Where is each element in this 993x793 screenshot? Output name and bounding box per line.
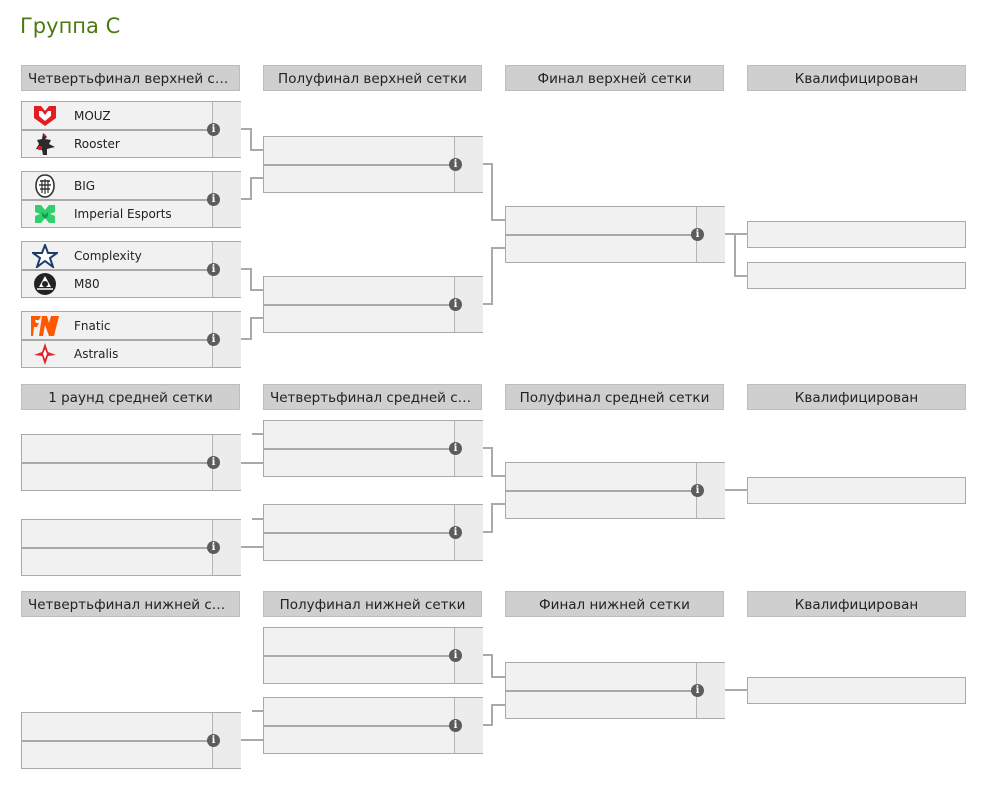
match-divider bbox=[22, 199, 240, 201]
team-slot-fnatic[interactable]: Fnatic bbox=[22, 312, 212, 339]
lower-quarterfinal-match[interactable]: i bbox=[21, 712, 241, 769]
upper-quarterfinal-match-3[interactable]: Complexity M80 i bbox=[21, 241, 241, 298]
team-slot-big[interactable]: BIG bbox=[22, 172, 212, 199]
match-divider bbox=[22, 462, 240, 464]
match-divider bbox=[264, 725, 482, 727]
team-name: Complexity bbox=[74, 248, 142, 263]
middle-quarterfinal-match-1[interactable]: i bbox=[263, 420, 483, 477]
match-divider bbox=[506, 690, 724, 692]
match-divider bbox=[506, 490, 724, 492]
mouz-logo bbox=[30, 103, 60, 129]
upper-quarterfinal-match-2[interactable]: BIG Imperial Esports i bbox=[21, 171, 241, 228]
info-icon[interactable]: i bbox=[207, 193, 220, 206]
middle-round1-match-1[interactable]: i bbox=[21, 434, 241, 491]
lower-qualified-slot bbox=[747, 677, 966, 704]
match-divider bbox=[264, 304, 482, 306]
team-name: M80 bbox=[74, 276, 100, 291]
header-upper-qualified: Квалифицирован bbox=[747, 65, 966, 91]
match-divider bbox=[22, 269, 240, 271]
m80-logo bbox=[30, 271, 60, 297]
astralis-logo bbox=[30, 341, 60, 367]
upper-semifinal-match-1[interactable]: i bbox=[263, 136, 483, 193]
upper-final-match[interactable]: i bbox=[505, 206, 725, 263]
info-icon[interactable]: i bbox=[691, 228, 704, 241]
fnatic-logo bbox=[30, 313, 60, 339]
match-divider bbox=[264, 448, 482, 450]
info-icon[interactable]: i bbox=[449, 526, 462, 539]
middle-semifinal-match[interactable]: i bbox=[505, 462, 725, 519]
team-name: BIG bbox=[74, 178, 96, 193]
team-name: Imperial Esports bbox=[74, 206, 172, 221]
match-divider bbox=[22, 339, 240, 341]
info-icon[interactable]: i bbox=[207, 263, 220, 276]
upper-semifinal-match-2[interactable]: i bbox=[263, 276, 483, 333]
info-icon[interactable]: i bbox=[449, 442, 462, 455]
team-name: Rooster bbox=[74, 136, 120, 151]
info-icon[interactable]: i bbox=[207, 541, 220, 554]
middle-round1-match-2[interactable]: i bbox=[21, 519, 241, 576]
team-slot-rooster[interactable]: Rooster bbox=[22, 130, 212, 157]
match-divider bbox=[264, 532, 482, 534]
info-icon[interactable]: i bbox=[207, 734, 220, 747]
team-name: MOUZ bbox=[74, 108, 111, 123]
info-icon[interactable]: i bbox=[207, 456, 220, 469]
rooster-logo bbox=[30, 131, 60, 157]
big-logo bbox=[30, 173, 60, 199]
team-slot-m80[interactable]: M80 bbox=[22, 270, 212, 297]
header-upper-final: Финал верхней сетки bbox=[505, 65, 724, 91]
header-lower-quarterfinal: Четвертьфинал нижней сетки bbox=[21, 591, 240, 617]
header-lower-qualified: Квалифицирован bbox=[747, 591, 966, 617]
header-middle-qualified: Квалифицирован bbox=[747, 384, 966, 410]
team-slot-complexity[interactable]: Complexity bbox=[22, 242, 212, 269]
info-icon[interactable]: i bbox=[449, 719, 462, 732]
team-name: Astralis bbox=[74, 346, 119, 361]
upper-qualified-slot-1 bbox=[747, 221, 966, 248]
complexity-logo bbox=[30, 243, 60, 269]
team-slot-imperial[interactable]: Imperial Esports bbox=[22, 200, 212, 227]
info-icon[interactable]: i bbox=[449, 298, 462, 311]
info-icon[interactable]: i bbox=[691, 684, 704, 697]
header-upper-semifinal: Полуфинал верхней сетки bbox=[263, 65, 482, 91]
match-divider bbox=[22, 740, 240, 742]
upper-quarterfinal-match-1[interactable]: MOUZ Rooster i bbox=[21, 101, 241, 158]
lower-semifinal-match-2[interactable]: i bbox=[263, 697, 483, 754]
match-divider bbox=[506, 234, 724, 236]
upper-quarterfinal-match-4[interactable]: Fnatic Astralis i bbox=[21, 311, 241, 368]
info-icon[interactable]: i bbox=[449, 158, 462, 171]
header-middle-quarterfinal: Четвертьфинал средней сетки bbox=[263, 384, 482, 410]
match-divider bbox=[22, 547, 240, 549]
header-middle-round1: 1 раунд средней сетки bbox=[21, 384, 240, 410]
team-slot-astralis[interactable]: Astralis bbox=[22, 340, 212, 367]
match-divider bbox=[22, 129, 240, 131]
group-title: Группа C bbox=[20, 14, 121, 38]
match-divider bbox=[264, 164, 482, 166]
match-divider bbox=[264, 655, 482, 657]
info-icon[interactable]: i bbox=[691, 484, 704, 497]
imperial-logo bbox=[30, 201, 60, 227]
team-name: Fnatic bbox=[74, 318, 111, 333]
info-icon[interactable]: i bbox=[207, 123, 220, 136]
lower-semifinal-match-1[interactable]: i bbox=[263, 627, 483, 684]
info-icon[interactable]: i bbox=[449, 649, 462, 662]
header-upper-quarterfinal: Четвертьфинал верхней сетки bbox=[21, 65, 240, 91]
header-lower-semifinal: Полуфинал нижней сетки bbox=[263, 591, 482, 617]
upper-qualified-slot-2 bbox=[747, 262, 966, 289]
info-icon[interactable]: i bbox=[207, 333, 220, 346]
header-lower-final: Финал нижней сетки bbox=[505, 591, 724, 617]
middle-quarterfinal-match-2[interactable]: i bbox=[263, 504, 483, 561]
header-middle-semifinal: Полуфинал средней сетки bbox=[505, 384, 724, 410]
lower-final-match[interactable]: i bbox=[505, 662, 725, 719]
team-slot-mouz[interactable]: MOUZ bbox=[22, 102, 212, 129]
middle-qualified-slot bbox=[747, 477, 966, 504]
